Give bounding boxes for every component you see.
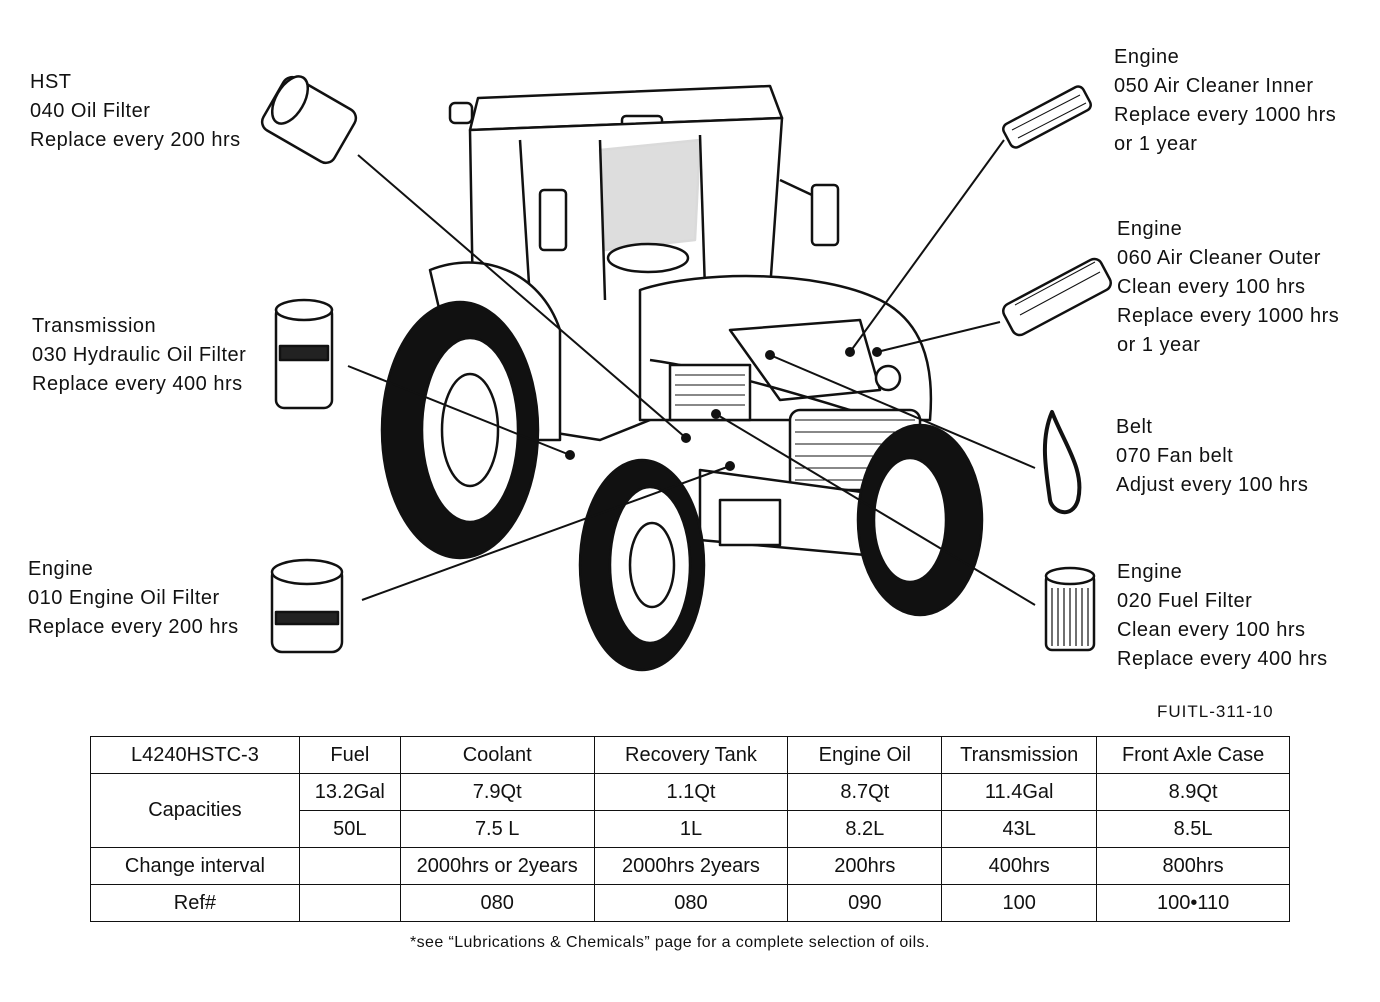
footnote: *see “Lubrications & Chemicals” page for… — [410, 934, 930, 951]
callout-item: 070 Fan belt — [1116, 445, 1234, 467]
table-header-cell: Transmission — [941, 736, 1098, 774]
hydraulic-oil-filter-icon — [274, 298, 334, 410]
callout-interval: Clean every 100 hrs — [1117, 276, 1306, 298]
callout-hst-oil-filter: HST 040 Oil Filter Replace every 200 hrs — [30, 68, 241, 155]
table-cell: 800hrs — [1096, 847, 1290, 885]
table-cell: 080 — [593, 884, 789, 922]
table-cell: 13.2Gal — [298, 773, 401, 811]
callout-item: 020 Fuel Filter — [1117, 590, 1253, 612]
table-header-cell: Front Axle Case — [1096, 736, 1290, 774]
rear-tire — [380, 300, 540, 560]
engine-oil-filter-icon — [270, 558, 344, 654]
table-cell: 50L — [298, 810, 401, 848]
table-cell — [298, 847, 401, 885]
callout-group: Belt — [1116, 416, 1153, 438]
callout-interval-2: Replace every 1000 hrs — [1117, 305, 1340, 327]
table-cell: 200hrs — [787, 847, 943, 885]
callout-item: 030 Hydraulic Oil Filter — [32, 344, 247, 366]
table-cell: 7.9Qt — [399, 773, 595, 811]
table-cell: 7.5 L — [399, 810, 595, 848]
callout-group: HST — [30, 71, 72, 93]
table-row-label: Change interval — [90, 847, 300, 885]
leader-dots — [565, 347, 882, 471]
front-left-tire — [578, 458, 706, 672]
work-light-left — [448, 101, 474, 125]
table-cell: 100 — [941, 884, 1098, 922]
table-cell: 090 — [787, 884, 943, 922]
table-row-label: Capacities — [90, 773, 300, 848]
table-cell: 43L — [941, 810, 1098, 848]
table-row-label: Ref# — [90, 884, 300, 922]
callout-interval: Replace every 200 hrs — [28, 616, 239, 638]
table-cell: 8.9Qt — [1096, 773, 1290, 811]
table-cell: 8.5L — [1096, 810, 1290, 848]
table-row: Change interval 2000hrs or 2years 2000hr… — [90, 847, 1290, 885]
callout-group: Transmission — [32, 315, 157, 337]
callout-interval-2: Replace every 400 hrs — [1117, 648, 1328, 670]
callout-interval: Adjust every 100 hrs — [1116, 474, 1309, 496]
front-right-tire — [856, 423, 984, 617]
table-row: Ref# 080 080 090 100 100•110 — [90, 884, 1290, 922]
table-cell: 1L — [593, 810, 789, 848]
table-model-cell: L4240HSTC-3 — [90, 736, 300, 774]
capacities-table: L4240HSTC-3 Fuel Coolant Recovery Tank E… — [90, 736, 1290, 922]
callout-item: 060 Air Cleaner Outer — [1117, 247, 1321, 269]
callout-group: Engine — [1117, 218, 1183, 240]
callout-item: 050 Air Cleaner Inner — [1114, 75, 1314, 97]
callout-item: 010 Engine Oil Filter — [28, 587, 220, 609]
air-cleaner-inner-icon — [1002, 85, 1092, 149]
callout-item: 040 Oil Filter — [30, 100, 151, 122]
callout-interval: Replace every 400 hrs — [32, 373, 243, 395]
mirror-left — [538, 188, 568, 252]
table-header-cell: Engine Oil — [787, 736, 943, 774]
air-cleaner-outer-icon — [1002, 257, 1112, 337]
callout-interval: Clean every 100 hrs — [1117, 619, 1306, 641]
figure-code: FUITL-311-10 — [1157, 702, 1274, 721]
callout-interval: Replace every 200 hrs — [30, 129, 241, 151]
table-cell: 100•110 — [1096, 884, 1290, 922]
callout-fan-belt: Belt 070 Fan belt Adjust every 100 hrs — [1116, 413, 1308, 500]
table-cell: 11.4Gal — [941, 773, 1098, 811]
table-header-row: L4240HSTC-3 Fuel Coolant Recovery Tank E… — [90, 736, 1290, 774]
table-row: Capacities 13.2Gal 7.9Qt 1.1Qt 8.7Qt 11.… — [90, 773, 1290, 848]
table-cell: 8.7Qt — [787, 773, 943, 811]
callout-interval: Replace every 1000 hrs — [1114, 104, 1337, 126]
callout-air-cleaner-outer: Engine 060 Air Cleaner Outer Clean every… — [1117, 215, 1339, 360]
callout-air-cleaner-inner: Engine 050 Air Cleaner Inner Replace eve… — [1114, 43, 1336, 159]
callout-interval-2: or 1 year — [1114, 133, 1198, 155]
mirror-right — [810, 183, 840, 247]
callout-interval-3: or 1 year — [1117, 334, 1201, 356]
table-cell: 400hrs — [941, 847, 1098, 885]
table-cell: 2000hrs 2years — [593, 847, 789, 885]
table-header-cell: Fuel — [298, 736, 401, 774]
fan-belt-icon — [1042, 410, 1082, 514]
callout-group: Engine — [1114, 46, 1180, 68]
callout-fuel-filter: Engine 020 Fuel Filter Clean every 100 h… — [1117, 558, 1328, 674]
callout-hydraulic-oil-filter: Transmission 030 Hydraulic Oil Filter Re… — [32, 312, 246, 399]
table-cell: 080 — [399, 884, 595, 922]
table-cell: 1.1Qt — [593, 773, 789, 811]
table-cell: 8.2L — [787, 810, 943, 848]
table-header-cell: Recovery Tank — [593, 736, 789, 774]
steering-wheel — [606, 242, 690, 274]
table-cell: 2000hrs or 2years — [399, 847, 595, 885]
fuel-filter-icon — [1044, 566, 1096, 652]
table-cell — [298, 884, 401, 922]
leader-lines — [347, 139, 1036, 606]
callout-group: Engine — [1117, 561, 1183, 583]
callout-engine-oil-filter: Engine 010 Engine Oil Filter Replace eve… — [28, 555, 239, 642]
callout-group: Engine — [28, 558, 94, 580]
tractor-diagram — [260, 75, 1112, 672]
hst-oil-filter-icon — [260, 75, 358, 165]
table-header-cell: Coolant — [399, 736, 595, 774]
